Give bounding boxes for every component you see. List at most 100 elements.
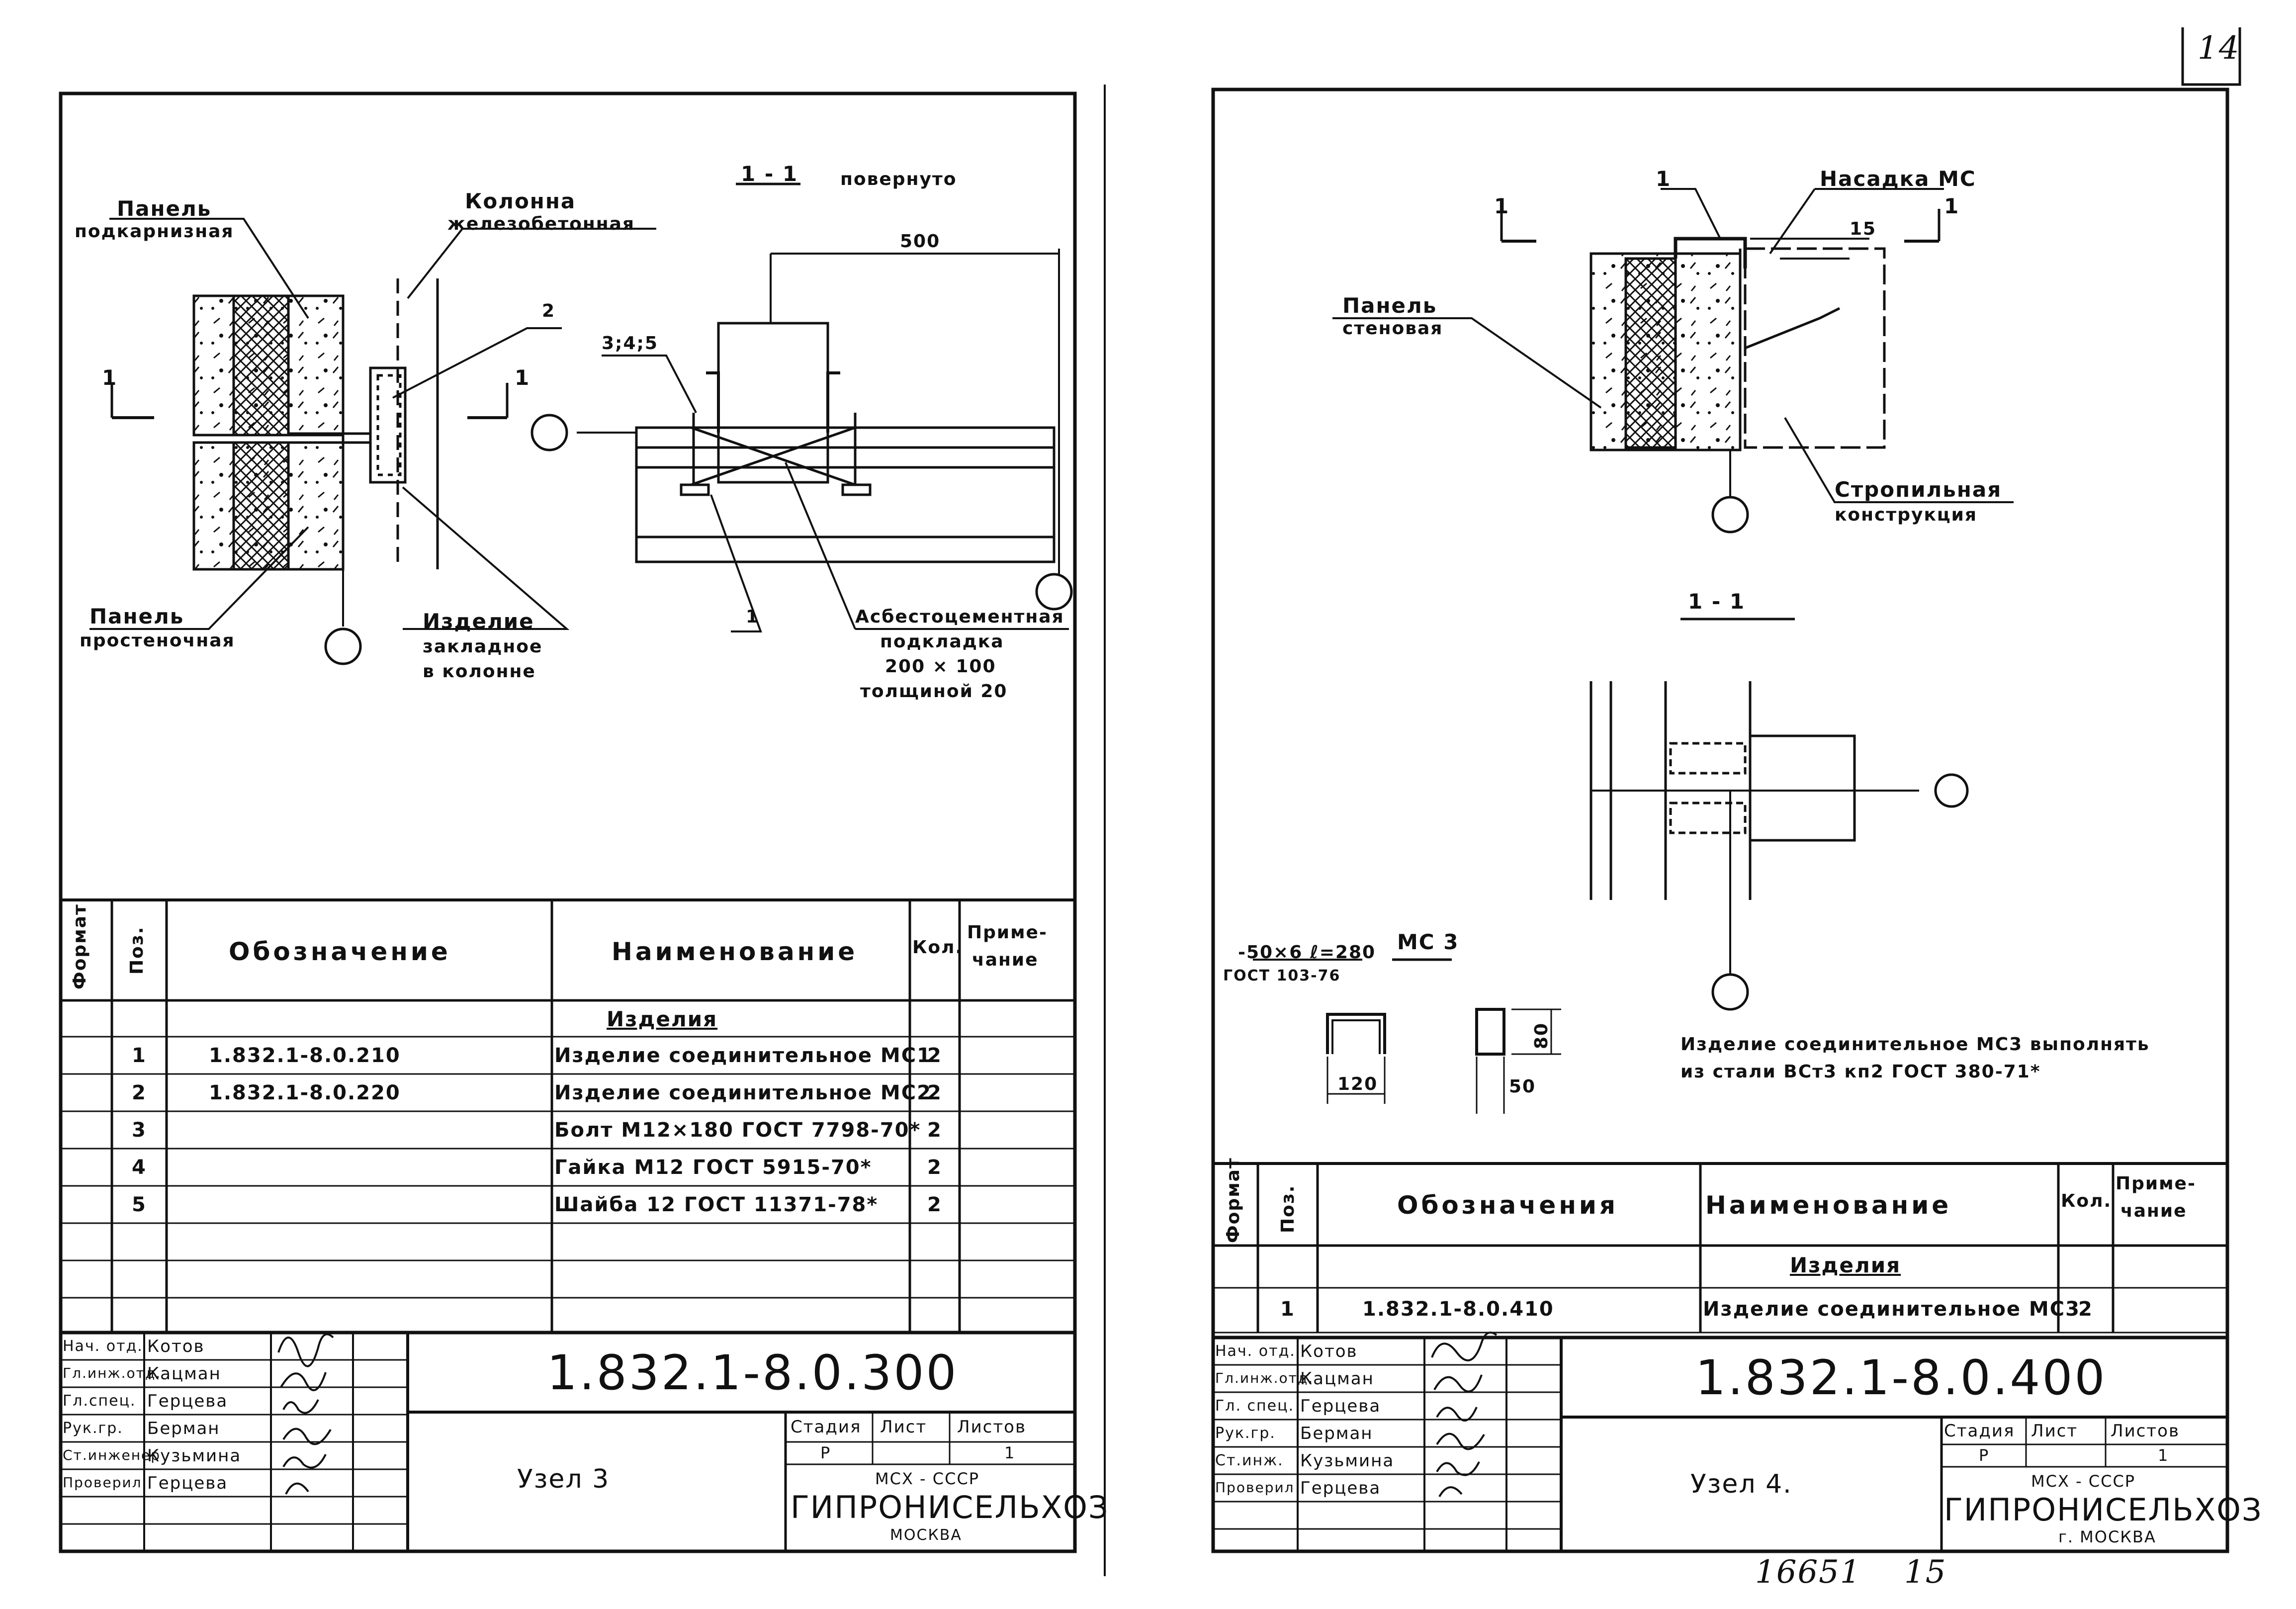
section-mark-right-a: 1 <box>1494 194 1510 218</box>
stamp-name-r5: Кузьмина <box>1300 1451 1395 1471</box>
stamp-role-r5: Ст.инж. <box>1215 1452 1284 1469</box>
th-pos-right: Поз. <box>1278 1184 1298 1233</box>
stamp-role-r4: Рук.гр. <box>1215 1425 1276 1442</box>
stamp-sheets-left: 1 <box>1004 1443 1016 1462</box>
label-panel-wall-1: Панель <box>1342 293 1437 318</box>
row-qty-1: 2 <box>927 1044 942 1067</box>
stamp-name-l2: Кацман <box>147 1364 221 1384</box>
stamp-sheets-right: 1 <box>2158 1446 2169 1465</box>
stamp-stage-right: Р <box>1979 1446 1990 1465</box>
th-pos-left: Поз. <box>127 926 147 975</box>
row-name-1: Изделие соединительное МС1 <box>554 1044 932 1067</box>
callout-345: 3;4;5 <box>602 333 658 354</box>
row-qty-r1: 2 <box>2078 1298 2093 1321</box>
part-dim-120: 120 <box>1337 1074 1378 1094</box>
stamp-role-l5: Ст.инженер <box>63 1447 161 1463</box>
th-qty-right: Кол. <box>2061 1191 2112 1211</box>
label-column-1: Колонна <box>465 189 576 213</box>
stamp-org-left: ГИПРОНИСЕЛЬХОЗ <box>791 1489 1109 1525</box>
stamp-role-l6: Проверил <box>63 1474 142 1491</box>
archive-sheet: 15 <box>1904 1554 1947 1591</box>
part-note-1: Изделие соединительное МС3 выполнять <box>1680 1034 2150 1055</box>
label-embed-2: закладное <box>423 636 543 657</box>
stamp-title-left: Узел 3 <box>517 1464 610 1494</box>
row-pos-1: 1 <box>132 1044 147 1067</box>
stamp-sheet-label-right: Лист <box>2031 1421 2078 1441</box>
stamp-role-l3: Гл.спец. <box>63 1392 136 1410</box>
label-pad-4: толщиной 20 <box>860 681 1008 702</box>
stamp-stage-label-left: Стадия <box>791 1417 862 1437</box>
stamp-sheets-label-right: Листов <box>2111 1421 2180 1441</box>
stamp-name-r1: Котов <box>1300 1341 1358 1361</box>
row-designation-r1: 1.832.1-8.0.410 <box>1362 1298 1554 1321</box>
row-designation-2: 1.832.1-8.0.220 <box>209 1081 401 1104</box>
row-name-5: Шайба 12 ГОСТ 11371-78* <box>554 1193 879 1216</box>
stamp-role-l4: Рук.гр. <box>63 1420 123 1437</box>
row-name-4: Гайка М12 ГОСТ 5915-70* <box>554 1156 872 1179</box>
left-dimension-500: 500 <box>900 231 941 252</box>
label-rafter-1: Стропильная <box>1835 477 2002 502</box>
th-name-left: Наименование <box>612 937 858 966</box>
row-qty-4: 2 <box>927 1156 942 1179</box>
stamp-code-left: 1.832.1-8.0.300 <box>547 1345 959 1401</box>
right-section-title: 1 - 1 <box>1688 589 1746 614</box>
callout-2: 2 <box>542 301 556 321</box>
signatures <box>277 1332 1498 1498</box>
th-qty-left: Кол. <box>912 937 964 958</box>
stamp-sheets-label-left: Листов <box>957 1417 1027 1437</box>
section-mark-left-b: 1 <box>515 365 530 390</box>
stamp-role-l1: Нач. отд. <box>63 1338 143 1355</box>
left-section-title: 1 - 1 <box>741 162 798 186</box>
table-group-left: Изделия <box>607 1007 718 1031</box>
stamp-name-r6: Герцева <box>1300 1478 1381 1498</box>
stamp-role-r2: Гл.инж.отд. <box>1215 1370 1314 1386</box>
section-1-1-right <box>1590 681 1969 1011</box>
stamp-name-r4: Берман <box>1300 1424 1373 1443</box>
label-rafter-2: конструкция <box>1835 505 1977 525</box>
table-group-right: Изделия <box>1790 1253 1901 1277</box>
label-panel-bottom-1: Панель <box>89 604 184 628</box>
stamp-sheet-label-left: Лист <box>880 1417 927 1437</box>
stamp-title-right: Узел 4. <box>1690 1469 1792 1499</box>
part-stock: -50×6 ℓ=280 <box>1238 942 1376 963</box>
stamp-role-r1: Нач. отд. <box>1215 1342 1296 1360</box>
page-number: 14 <box>2198 30 2240 67</box>
row-name-r1: Изделие соединительное МС3 <box>1703 1298 2080 1321</box>
stamp-stage-label-right: Стадия <box>1944 1421 2015 1441</box>
node4-section-view <box>1332 188 2014 621</box>
label-panel-wall-2: стеновая <box>1342 318 1443 339</box>
row-pos-3: 3 <box>132 1119 147 1142</box>
th-designation-right: Обозначения <box>1397 1191 1619 1220</box>
stamp-code-right: 1.832.1-8.0.400 <box>1695 1350 2107 1406</box>
section-mark-left-a: 1 <box>102 365 118 390</box>
stamp-name-l1: Котов <box>147 1337 205 1356</box>
stamp-ministry-left: МСХ - СССР <box>875 1469 980 1488</box>
row-pos-r1: 1 <box>1280 1298 1295 1321</box>
label-pad-2: подкладка <box>880 631 1004 652</box>
stamp-city-right: г. МОСКВА <box>2058 1527 2156 1546</box>
row-qty-5: 2 <box>927 1193 942 1216</box>
stamp-name-l5: Кузьмина <box>147 1446 242 1466</box>
stamp-name-r2: Кацман <box>1300 1369 1374 1389</box>
label-embed-3: в колонне <box>423 661 536 682</box>
part-dim-50: 50 <box>1509 1076 1536 1097</box>
row-name-2: Изделие соединительное МС2 <box>554 1081 932 1104</box>
row-qty-3: 2 <box>927 1119 942 1142</box>
th-name-right: Наименование <box>1705 1191 1952 1220</box>
node3-plan-view <box>89 218 656 665</box>
row-pos-4: 4 <box>132 1156 147 1179</box>
stamp-stage-left: Р <box>820 1443 831 1462</box>
mc3-part-detail <box>1253 958 1561 1114</box>
label-pad-1: Асбестоцементная <box>855 607 1064 627</box>
row-name-3: Болт М12×180 ГОСТ 7798-70* <box>554 1119 921 1142</box>
th-note-right-1: Приме- <box>2116 1173 2196 1194</box>
stamp-ministry-right: МСХ - СССР <box>2031 1472 2136 1491</box>
row-qty-2: 2 <box>927 1081 942 1104</box>
label-pad-3: 200 × 100 <box>885 656 996 677</box>
th-note-left-1: Приме- <box>967 922 1048 943</box>
label-panel-bottom-2: простеночная <box>80 630 235 651</box>
row-designation-1: 1.832.1-8.0.210 <box>209 1044 401 1067</box>
th-note-left-2: чание <box>972 950 1039 970</box>
part-dim-80: 80 <box>1531 1022 1552 1049</box>
